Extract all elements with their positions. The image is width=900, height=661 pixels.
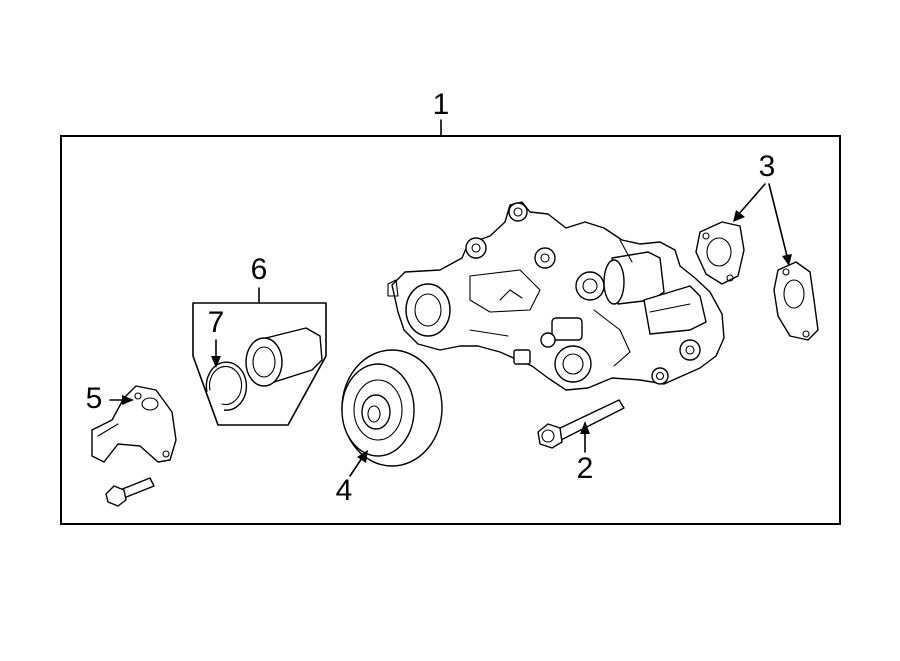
thermostat[interactable]: [245, 327, 323, 387]
thermostat-housing[interactable]: [91, 385, 177, 463]
callout-4[interactable]: 4: [336, 474, 353, 507]
leader-3a: [737, 183, 766, 216]
pump-bolt[interactable]: [537, 399, 625, 449]
arrow-3b: [782, 254, 792, 266]
arrow-3a: [733, 210, 745, 222]
callout-3[interactable]: 3: [759, 150, 776, 183]
gasket-upper[interactable]: [695, 221, 745, 285]
callout-1[interactable]: 1: [433, 88, 450, 121]
arrow-4: [357, 450, 368, 463]
arrow-5: [122, 395, 134, 405]
pulley[interactable]: [341, 349, 443, 467]
arrow-2: [580, 421, 590, 434]
callout-7[interactable]: 7: [208, 306, 225, 339]
callout-5[interactable]: 5: [86, 382, 103, 415]
callout-6[interactable]: 6: [251, 253, 268, 286]
retaining-ring[interactable]: [205, 361, 248, 411]
thermostat-kit-outline: [192, 302, 327, 426]
gasket-lower[interactable]: [773, 261, 819, 341]
leader-3b: [768, 183, 788, 257]
callout-2[interactable]: 2: [577, 452, 594, 485]
assembly-frame: [60, 135, 841, 525]
housing-bolt[interactable]: [105, 477, 155, 507]
arrow-7: [211, 356, 221, 368]
water-pump-assembly[interactable]: [387, 201, 725, 391]
leader-4: [349, 457, 363, 477]
